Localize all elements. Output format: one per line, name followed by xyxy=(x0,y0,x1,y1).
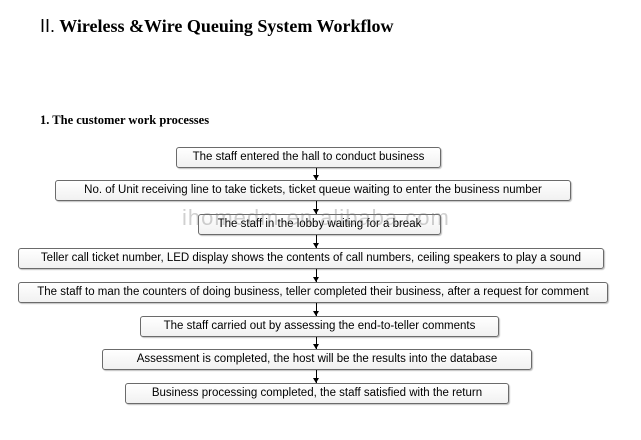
arrow-down-icon xyxy=(313,201,320,214)
step-4-box: Teller call ticket number, LED display s… xyxy=(18,248,604,269)
arrow-down-icon xyxy=(313,269,320,282)
arrow-down-icon xyxy=(313,235,320,248)
step-5-box: The staff to man the counters of doing b… xyxy=(18,282,608,303)
step-2-box: No. of Unit receiving line to take ticke… xyxy=(55,180,571,201)
arrow-down-icon xyxy=(313,337,320,349)
arrow-down-icon xyxy=(313,168,320,180)
section-title: 1. The customer work processes xyxy=(40,113,210,127)
section-number: II. xyxy=(40,16,56,36)
arrow-down-icon xyxy=(313,303,320,316)
page-title-text: Wireless &Wire Queuing System Workflow xyxy=(59,16,394,36)
arrow-down-icon xyxy=(313,370,320,383)
page-title: II. Wireless &Wire Queuing System Workfl… xyxy=(40,16,394,37)
step-8-box: Business processing completed, the staff… xyxy=(125,383,509,404)
step-7-box: Assessment is completed, the host will b… xyxy=(102,349,532,370)
step-1-box: The staff entered the hall to conduct bu… xyxy=(176,147,441,168)
step-6-box: The staff carried out by assessing the e… xyxy=(140,316,499,337)
step-3-box: The staff in the lobby waiting for a bre… xyxy=(198,214,441,235)
